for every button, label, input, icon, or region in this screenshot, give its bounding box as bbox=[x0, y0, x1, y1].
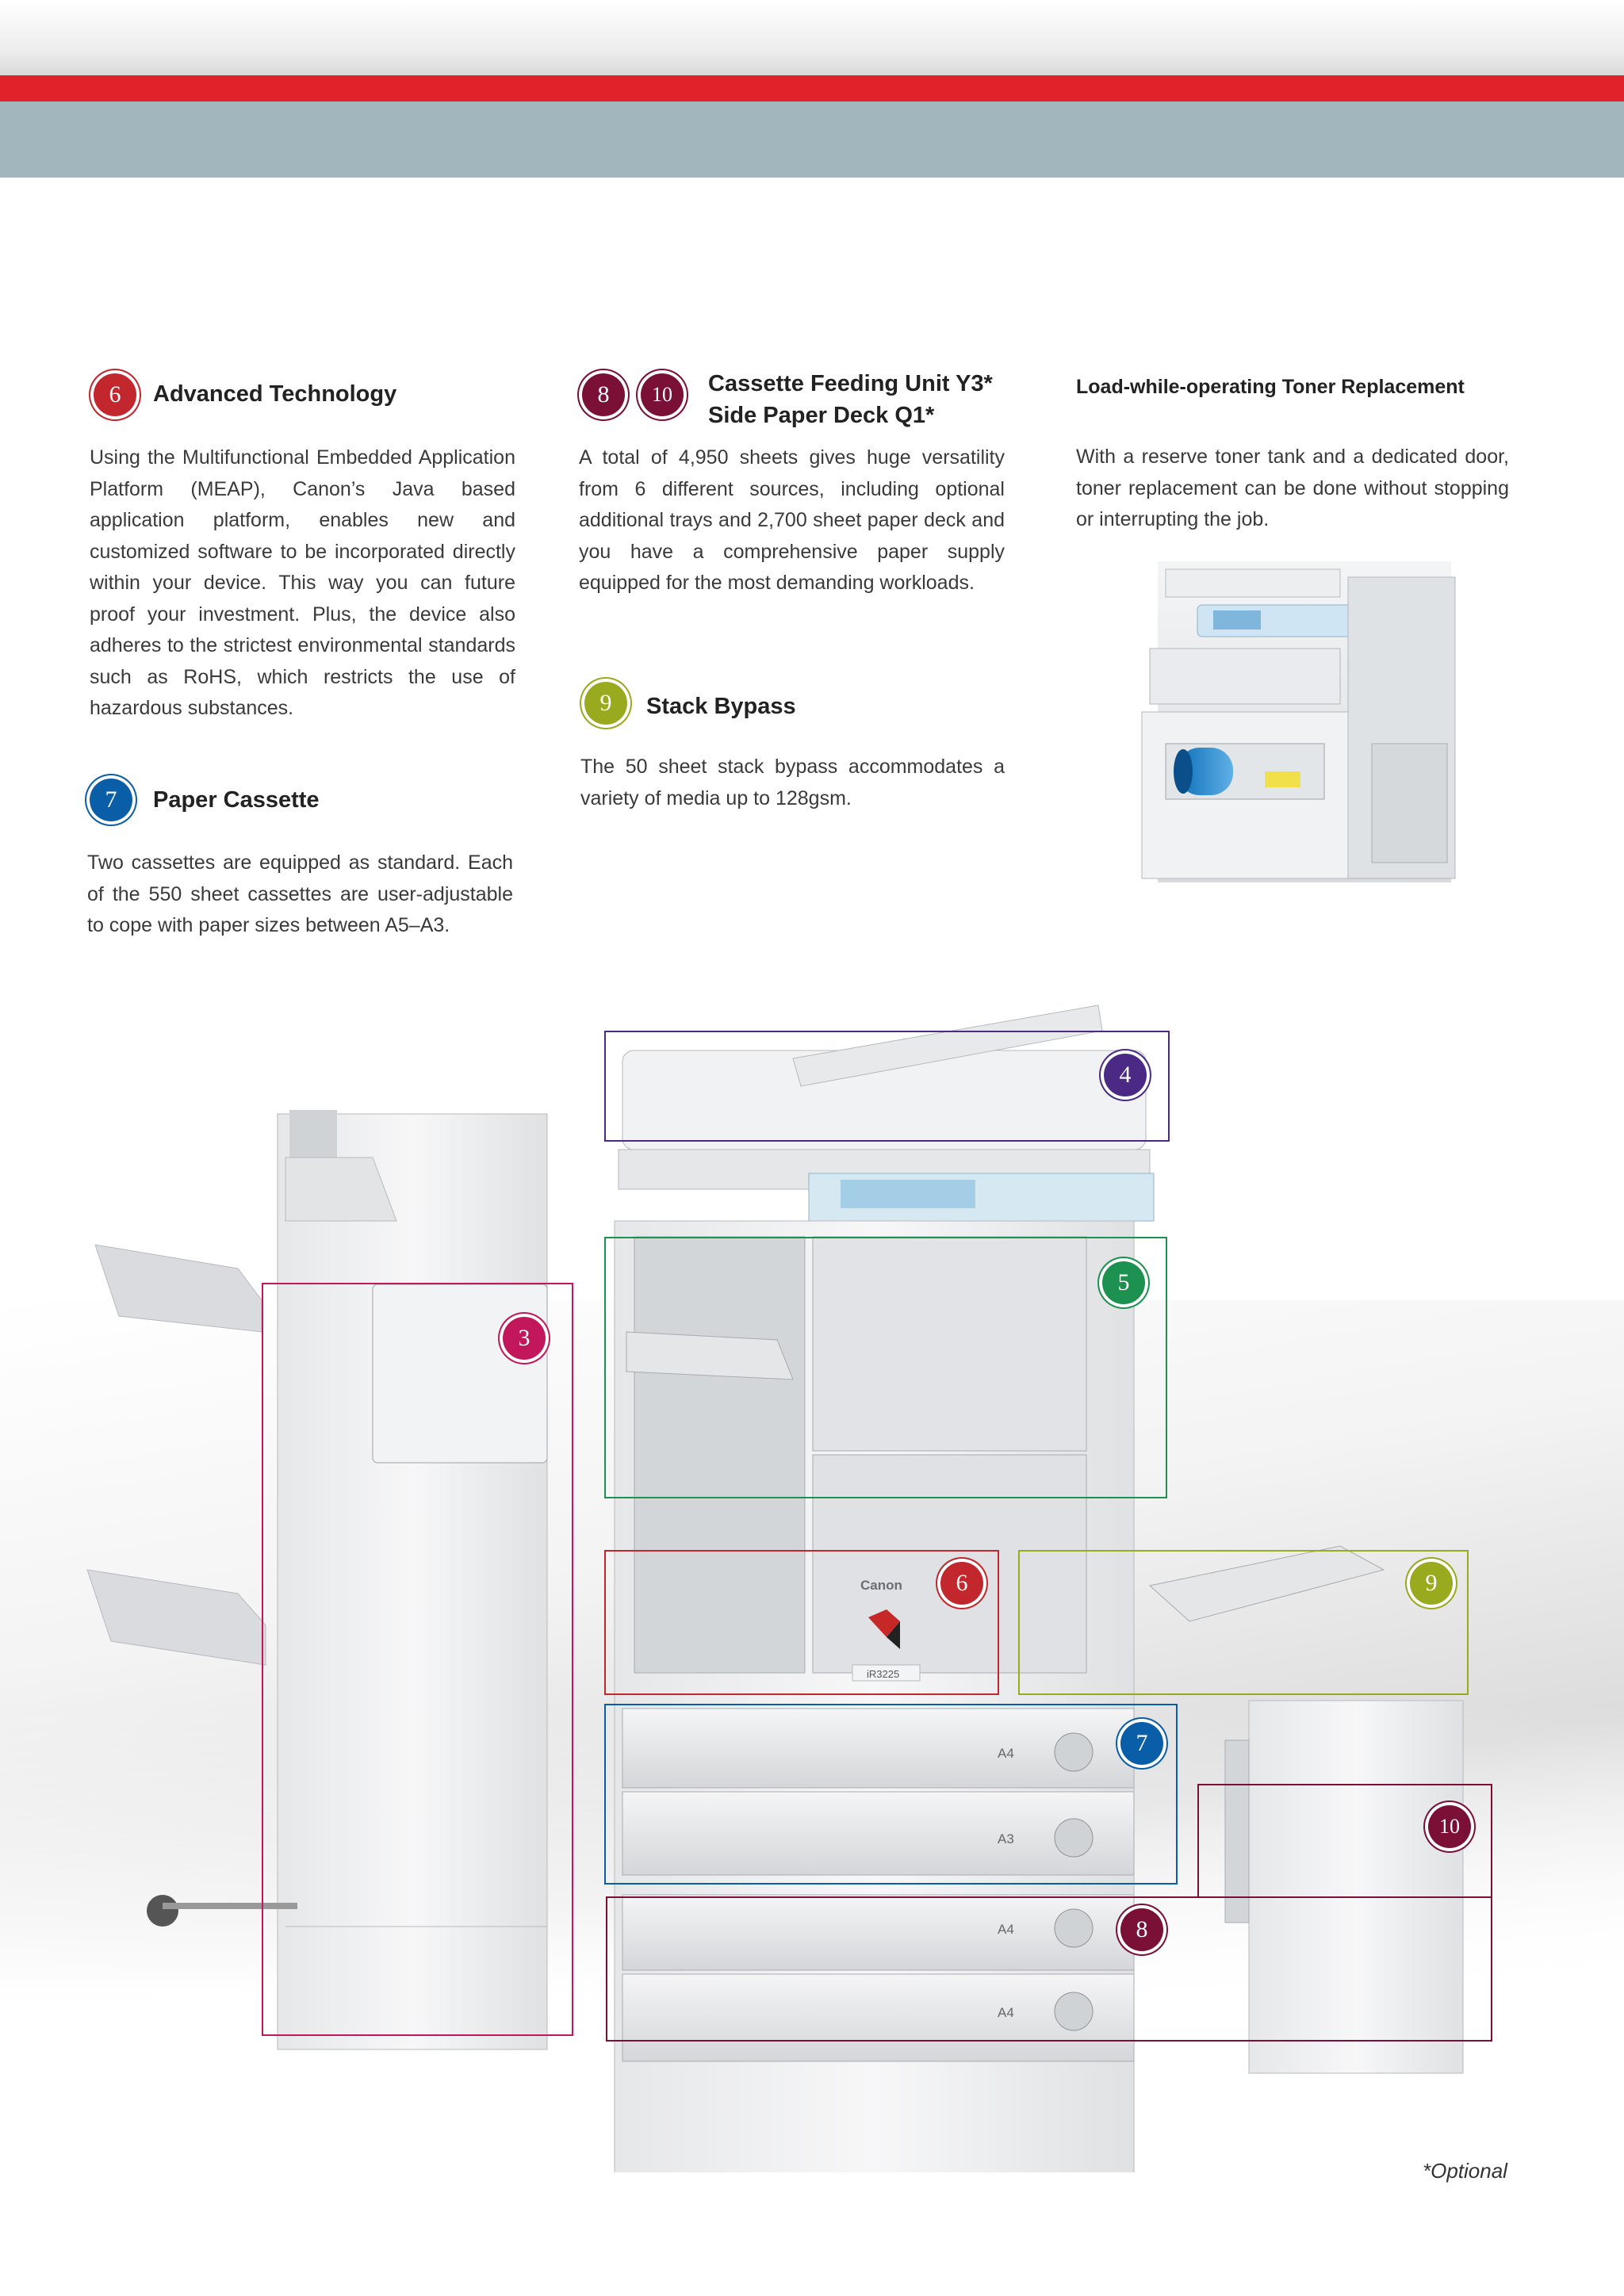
heading-paper-cassette: Paper Cassette bbox=[153, 787, 320, 813]
canon-logo-text: Canon bbox=[860, 1578, 902, 1593]
tray-2-label: A3 bbox=[998, 1831, 1014, 1846]
header-fade bbox=[0, 0, 1624, 75]
finisher-lower-tray bbox=[86, 1569, 266, 1666]
callout-box-5 bbox=[604, 1237, 1167, 1498]
heading-stack-bypass: Stack Bypass bbox=[646, 694, 796, 719]
callout-box-7 bbox=[604, 1704, 1178, 1885]
tray-4-label: A4 bbox=[998, 2005, 1014, 2020]
callout-box-9 bbox=[1018, 1550, 1469, 1695]
badge-advanced-technology: 6 bbox=[94, 373, 136, 416]
finisher-body bbox=[277, 1113, 548, 2050]
paper-tray-3 bbox=[622, 1894, 1135, 1971]
header-red-bar bbox=[0, 75, 1624, 101]
header-blue-bar bbox=[0, 101, 1624, 178]
callout-badge-4: 4 bbox=[1104, 1054, 1147, 1096]
callout-box-3 bbox=[262, 1283, 573, 2036]
paper-tray-1 bbox=[622, 1708, 1135, 1789]
heading-cassette-feeding-unit: Cassette Feeding Unit Y3* Side Paper Dec… bbox=[708, 368, 993, 431]
heading-toner-replacement: Load-while-operating Toner Replacement bbox=[1076, 376, 1465, 398]
text-toner-replacement: With a reserve toner tank and a dedicate… bbox=[1076, 446, 1509, 530]
optional-footnote: *Optional bbox=[1423, 2159, 1507, 2183]
callout-badge-10: 10 bbox=[1428, 1805, 1471, 1848]
callout-badge-5: 5 bbox=[1102, 1261, 1145, 1304]
paper-tray-2 bbox=[622, 1791, 1135, 1876]
side-paper-deck bbox=[1248, 1700, 1464, 2074]
badge-cassette-feeding-unit: 8 bbox=[582, 373, 625, 416]
text-cassette-feeding-unit: A total of 4,950 sheets gives huge versa… bbox=[579, 446, 1005, 594]
callout-box-6 bbox=[604, 1550, 999, 1695]
badge-side-paper-deck: 10 bbox=[641, 373, 684, 416]
tray-1-label: A4 bbox=[998, 1746, 1014, 1761]
callout-box-10 bbox=[1197, 1784, 1492, 1896]
badge-paper-cassette: 7 bbox=[90, 779, 132, 821]
heading-advanced-technology: Advanced Technology bbox=[153, 381, 397, 407]
stack-bypass-tray bbox=[1148, 1545, 1385, 1622]
copier-illustration: Canon iR3225 A4 A3 A4 A4 bbox=[86, 1004, 1464, 2172]
heading-line-2: Side Paper Deck Q1* bbox=[708, 403, 935, 428]
text-advanced-technology: Using the Multifunctional Embedded Appli… bbox=[90, 446, 515, 719]
finisher-upper-tray bbox=[94, 1244, 262, 1333]
callout-box-8 bbox=[606, 1896, 1492, 2042]
callout-badge-3: 3 bbox=[503, 1317, 546, 1360]
callout-box-4 bbox=[604, 1031, 1170, 1142]
heading-line-1: Cassette Feeding Unit Y3* bbox=[708, 371, 993, 396]
tray-3-label: A4 bbox=[998, 1922, 1014, 1937]
text-paper-cassette: Two cassettes are equipped as standard. … bbox=[87, 851, 513, 936]
callout-badge-6: 6 bbox=[940, 1562, 983, 1605]
callout-badge-7: 7 bbox=[1120, 1722, 1163, 1765]
paper-tray-4 bbox=[622, 1973, 1135, 2062]
model-label: iR3225 bbox=[867, 1668, 899, 1680]
callout-badge-9: 9 bbox=[1410, 1562, 1453, 1605]
toner-replacement-photo bbox=[1134, 561, 1459, 882]
badge-stack-bypass: 9 bbox=[584, 682, 627, 725]
text-stack-bypass: The 50 sheet stack bypass accommodates a… bbox=[580, 756, 1005, 809]
callout-badge-8: 8 bbox=[1120, 1908, 1163, 1951]
